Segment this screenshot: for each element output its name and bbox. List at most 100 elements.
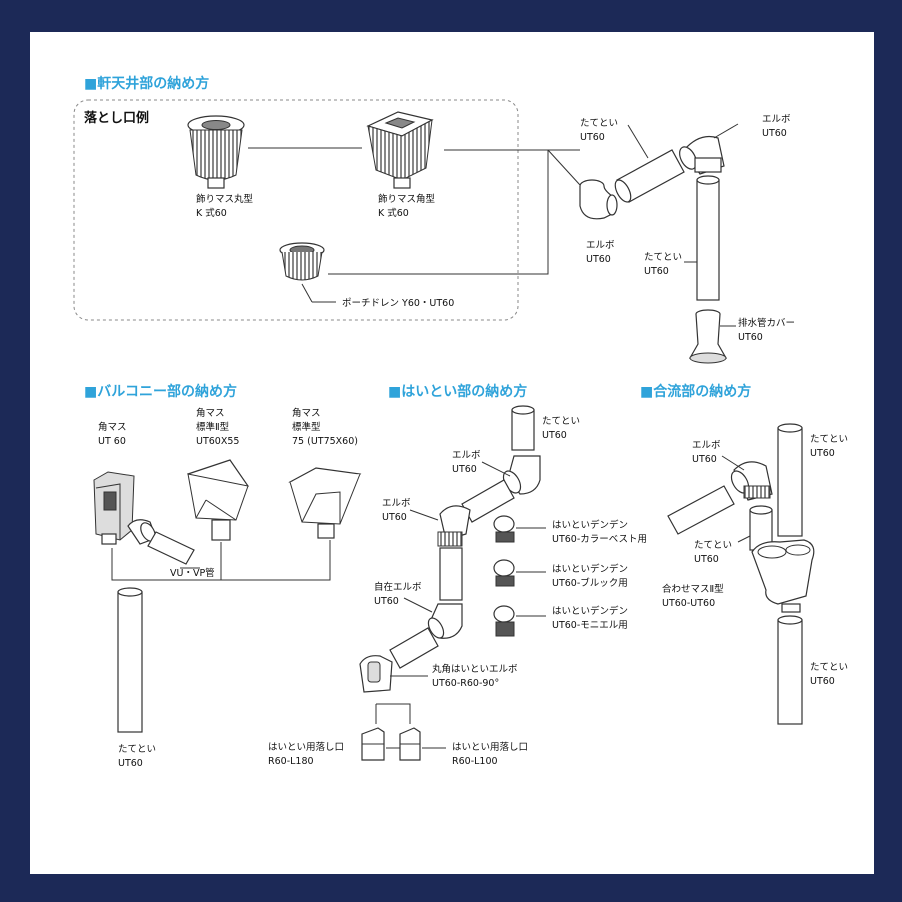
section-heading-junction: ■合流部の納め方	[640, 383, 751, 400]
label-denden-2a: はいといデンデン	[552, 563, 628, 575]
label-tateto-top-1: たてとい	[580, 118, 618, 129]
junction-downpipe-bottom	[777, 615, 803, 725]
haitoi-elbow-b	[437, 505, 471, 547]
label-round-mas-2: K 式60	[196, 207, 227, 219]
junction-elbow	[730, 461, 773, 501]
label-junction-tateto-c-1: たてとい	[810, 662, 848, 673]
haitoi-downpipe	[511, 405, 535, 451]
label-vu-vp: VU・VP管	[170, 567, 215, 579]
label-round-elbow-2: UT60-R60-90°	[432, 678, 499, 689]
label-elbow-left-2: UT60	[586, 254, 611, 265]
label-balcony-tateto-2: UT60	[118, 758, 143, 769]
haitoi-outlet-b	[399, 727, 421, 761]
label-tateto-mid-2: UT60	[644, 266, 669, 277]
label-denden-2b: UT60-ブルック用	[552, 577, 628, 589]
label-junction-tateto-a-1: たてとい	[694, 540, 732, 551]
label-kakumas-c-2: 標準型	[292, 421, 321, 433]
section-soffit: ■軒天井部の納め方 落とし口例 飾りマス丸型 K 式60 飾りマス角型 K 式6…	[73, 75, 795, 364]
section-heading-soffit: ■軒天井部の納め方	[84, 75, 209, 92]
label-round-elbow-1: 丸角はいといエルボ	[432, 663, 518, 675]
label-junction-elbow-2: UT60	[692, 454, 717, 465]
label-awase-1: 合わせマスⅡ型	[662, 583, 724, 595]
label-haitoi-elbow-b-2: UT60	[382, 512, 407, 523]
label-junction-tateto-a-2: UT60	[694, 554, 719, 565]
label-awase-2: UT60-UT60	[662, 598, 715, 609]
label-drain-cover-2: UT60	[738, 332, 763, 343]
porch-drain	[279, 242, 325, 281]
haitoi-outlet-a	[361, 727, 385, 761]
label-elbow-top-2: UT60	[762, 128, 787, 139]
square-decorative-mas	[366, 111, 434, 189]
section-haitoi: ■はいとい部の納め方 たてとい UT60 エルボ UT60 エルボ UT60	[268, 383, 647, 767]
drain-pipe-cover	[688, 309, 728, 364]
label-junction-tateto-b-1: たてとい	[810, 434, 848, 445]
balcony-downpipe	[117, 587, 143, 733]
label-outlet-a-2: R60-L180	[268, 756, 314, 767]
diagonal-downpipe	[614, 149, 685, 203]
porch-drain-leader	[301, 283, 313, 303]
label-haitoi-elbow-a-1: エルボ	[452, 450, 481, 461]
haitoi-diagonal-pipe-2	[389, 627, 439, 669]
vertical-downpipe	[696, 175, 720, 301]
outlet-bracket	[375, 703, 411, 724]
label-porch-drain: ポーチドレン Y60・UT60	[342, 298, 454, 309]
label-junction-tateto-c-2: UT60	[810, 676, 835, 687]
label-haitoi-tateto-2: UT60	[542, 430, 567, 441]
label-round-mas-1: 飾りマス丸型	[196, 193, 254, 205]
round-corner-elbow	[359, 655, 393, 693]
haitoi-free-elbow	[427, 603, 463, 639]
label-denden-3a: はいといデンデン	[552, 605, 628, 617]
denden-clip-2	[493, 559, 515, 587]
label-kakumas-b-1: 角マス	[196, 407, 225, 419]
round-decorative-mas	[187, 115, 245, 189]
label-junction-elbow-1: エルボ	[692, 440, 721, 451]
section-heading-haitoi: ■はいとい部の納め方	[388, 383, 527, 400]
label-outlet-b-2: R60-L100	[452, 756, 498, 767]
label-outlet-b-1: はいとい用落し口	[452, 741, 528, 753]
label-kakumas-a-1: 角マス	[98, 421, 127, 433]
elbow-left	[579, 179, 618, 220]
label-denden-1b: UT60-カラーベスト用	[552, 534, 647, 545]
junction-downpipe-top	[777, 423, 803, 537]
label-kakumas-a-2: UT 60	[98, 436, 126, 447]
section-heading-balcony: ■バルコニー部の納め方	[84, 383, 237, 400]
label-square-mas-2: K 式60	[378, 207, 409, 219]
label-kakumas-c-1: 角マス	[292, 407, 321, 419]
label-balcony-tateto-1: たてとい	[118, 744, 156, 755]
diagram-card	[30, 32, 874, 874]
label-elbow-top-1: エルボ	[762, 114, 791, 125]
label-kakumas-b-2: 標準Ⅱ型	[196, 421, 230, 433]
label-elbow-left-1: エルボ	[586, 240, 615, 251]
denden-clip-3	[493, 605, 515, 637]
elbow-top-right	[679, 135, 725, 175]
label-junction-tateto-b-2: UT60	[810, 448, 835, 459]
junction-diagonal-pipe	[667, 485, 735, 535]
label-free-elbow-1: 自在エルボ	[374, 581, 422, 593]
label-square-mas-1: 飾りマス角型	[378, 193, 436, 205]
corner-mas-c	[288, 467, 362, 539]
haitoi-vertical-pipe	[439, 547, 463, 601]
label-denden-3b: UT60-モニエル用	[552, 620, 628, 631]
section-junction: ■合流部の納め方 たてとい UT60 エルボ UT60 たてとい UT60	[640, 383, 848, 725]
label-outlet-a-1: はいとい用落し口	[268, 741, 344, 753]
label-kakumas-c-3: 75 (UT75X60)	[292, 436, 358, 447]
label-free-elbow-2: UT60	[374, 596, 399, 607]
denden-clip-1	[493, 515, 515, 543]
label-drain-cover-1: 排水管カバー	[738, 317, 795, 329]
label-haitoi-elbow-b-1: エルボ	[382, 498, 411, 509]
junction-mas	[751, 539, 815, 613]
label-denden-1a: はいといデンデン	[552, 519, 628, 531]
label-kakumas-b-3: UT60X55	[196, 436, 239, 447]
label-tateto-top-2: UT60	[580, 132, 605, 143]
label-haitoi-tateto-1: たてとい	[542, 416, 580, 427]
section-balcony: ■バルコニー部の納め方 角マス UT 60 角マス 標準Ⅱ型 UT60X55 角…	[84, 383, 362, 769]
corner-mas-a	[93, 471, 135, 545]
corner-mas-elbow	[127, 519, 195, 565]
corner-mas-b	[187, 459, 249, 541]
dashed-group-box	[73, 99, 519, 321]
label-haitoi-elbow-a-2: UT60	[452, 464, 477, 475]
label-tateto-mid-1: たてとい	[644, 252, 682, 263]
junction-short-pipe	[749, 505, 773, 551]
subheading-drop-outlet: 落とし口例	[84, 110, 149, 126]
